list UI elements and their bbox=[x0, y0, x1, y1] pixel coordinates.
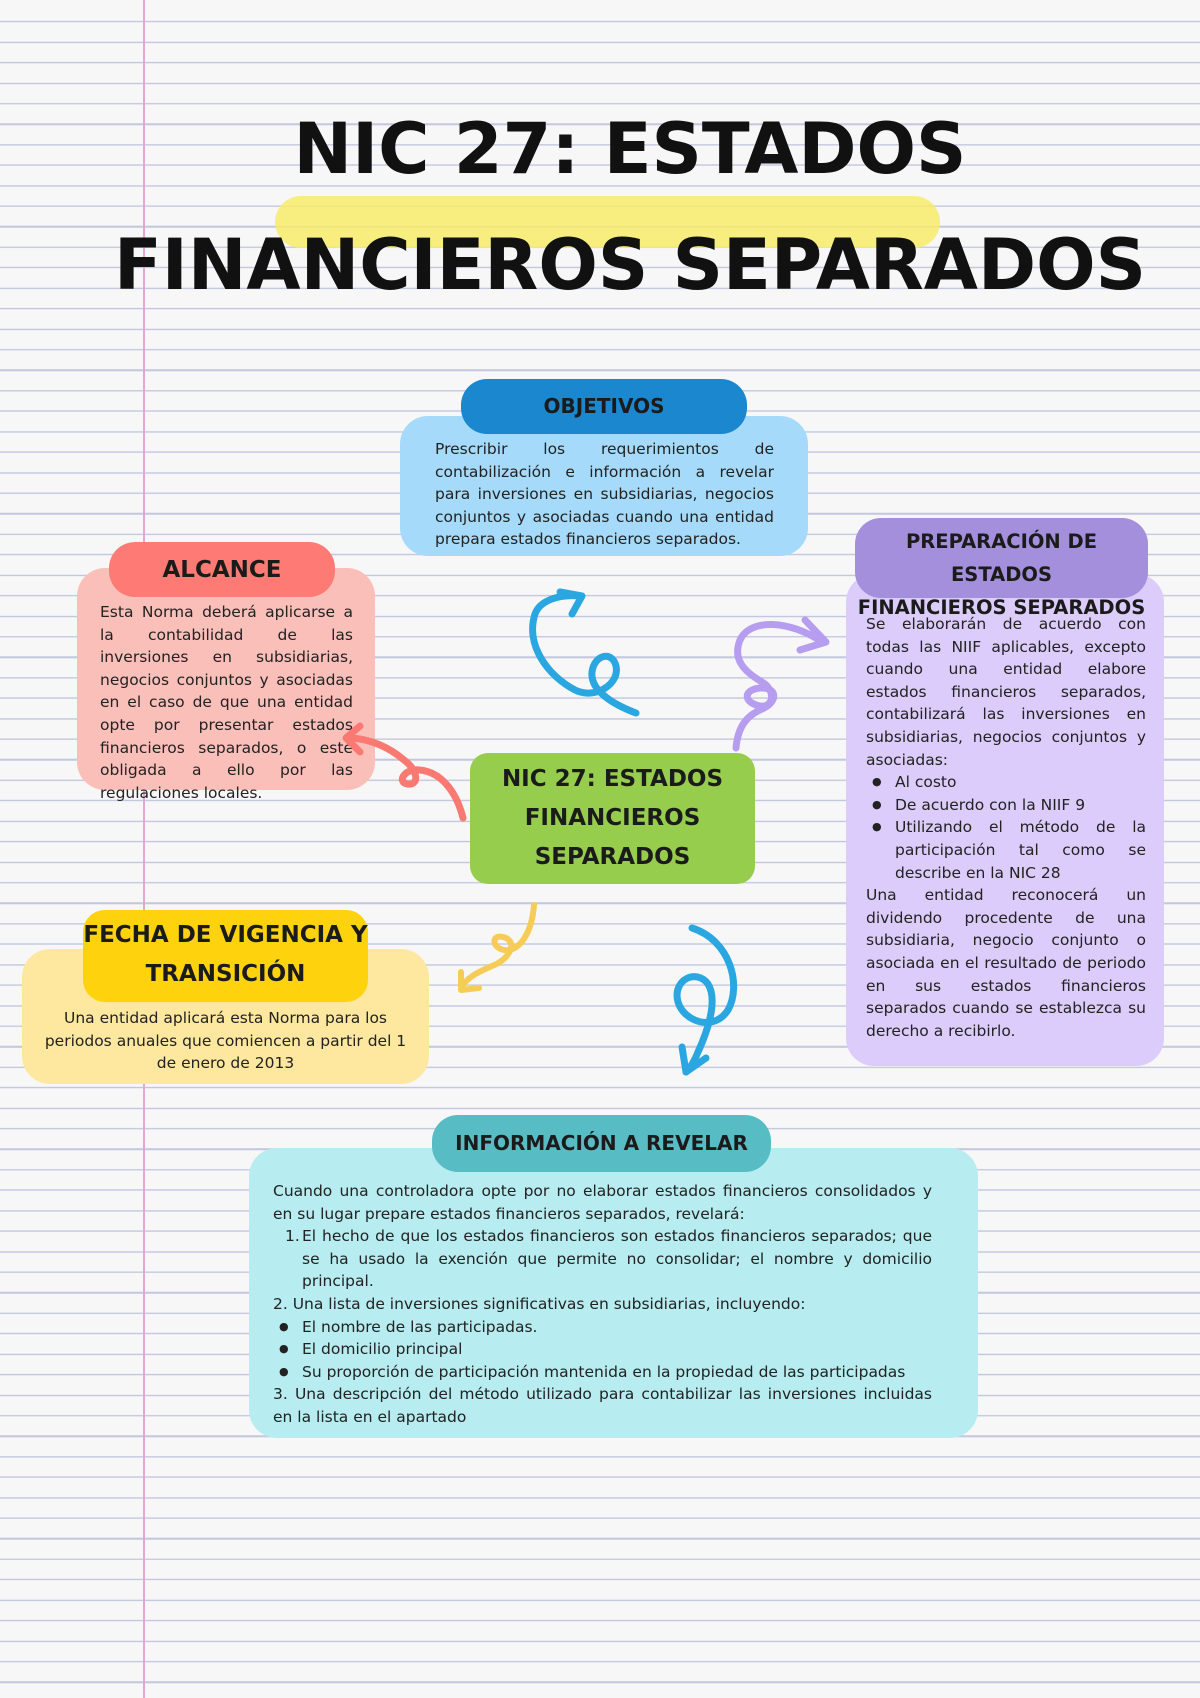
objetivos-text: Prescribir los requerimientos de contabi… bbox=[435, 440, 774, 549]
notebook-margin-line bbox=[143, 0, 145, 1698]
title-highlight-stroke bbox=[275, 196, 940, 248]
preparacion-bullet: Utilizando el método de la participación… bbox=[866, 816, 1146, 884]
vigencia-label-line-1: FECHA DE VIGENCIA Y bbox=[83, 922, 368, 948]
page-title-line-1: NIC 27: ESTADOS bbox=[293, 108, 967, 190]
revelar-item-3: 3. Una descripción del método utilizado … bbox=[273, 1385, 932, 1426]
preparacion-label-line-1: PREPARACIÓN DE ESTADOS bbox=[905, 530, 1098, 586]
revelar-intro: Cuando una controladora opte por no elab… bbox=[273, 1182, 932, 1223]
alcance-label-text: ALCANCE bbox=[162, 557, 282, 583]
preparacion-outro: Una entidad reconocerá un dividendo proc… bbox=[866, 886, 1146, 1040]
central-topic-line-1: NIC 27: ESTADOS bbox=[501, 766, 724, 792]
revelar-bullet-list: El nombre de las participadas. El domici… bbox=[273, 1316, 932, 1384]
central-topic-line-2: FINANCIEROS bbox=[524, 805, 701, 831]
vigencia-label: FECHA DE VIGENCIA Y TRANSICIÓN bbox=[83, 910, 368, 1002]
page-title-line-2: FINANCIEROS SEPARADOS bbox=[113, 224, 1147, 306]
preparacion-intro: Se elaborarán de acuerdo con todas las N… bbox=[866, 615, 1146, 769]
central-topic-box: NIC 27: ESTADOS FINANCIEROS SEPARADOS bbox=[470, 753, 755, 884]
objetivos-label-text: OBJETIVOS bbox=[543, 394, 665, 418]
arrow-to-preparacion-icon bbox=[732, 616, 830, 752]
preparacion-bullet: Al costo bbox=[866, 771, 1146, 794]
revelar-bullet: El domicilio principal bbox=[273, 1338, 932, 1361]
preparacion-box: Se elaborarán de acuerdo con todas las N… bbox=[846, 574, 1164, 1066]
alcance-text: Esta Norma deberá aplicarse a la contabi… bbox=[100, 603, 353, 802]
preparacion-label: PREPARACIÓN DE ESTADOS FINANCIEROS SEPAR… bbox=[855, 518, 1148, 619]
objetivos-label: OBJETIVOS bbox=[461, 379, 747, 434]
arrow-to-vigencia-icon bbox=[458, 902, 537, 993]
revelar-label: INFORMACIÓN A REVELAR bbox=[432, 1115, 771, 1172]
objetivos-box: Prescribir los requerimientos de contabi… bbox=[400, 416, 808, 556]
revelar-box: Cuando una controladora opte por no elab… bbox=[249, 1148, 978, 1438]
revelar-item-1: El hecho de que los estados financieros … bbox=[273, 1225, 932, 1293]
revelar-item-2: 2. Una lista de inversiones significativ… bbox=[273, 1294, 806, 1313]
revelar-bullet: Su proporción de participación mantenida… bbox=[273, 1361, 932, 1384]
preparacion-bullet-list: Al costo De acuerdo con la NIIF 9 Utiliz… bbox=[866, 771, 1146, 884]
revelar-bullet: El nombre de las participadas. bbox=[273, 1316, 932, 1339]
revelar-numbered-list: El hecho de que los estados financieros … bbox=[273, 1225, 932, 1293]
arrow-to-revelar-icon bbox=[673, 924, 738, 1076]
central-topic-line-3: SEPARADOS bbox=[534, 844, 691, 870]
preparacion-label-line-2: FINANCIEROS SEPARADOS bbox=[857, 596, 1146, 619]
arrow-to-objetivos-icon bbox=[529, 588, 640, 717]
vigencia-text: Una entidad aplicará esta Norma para los… bbox=[44, 1009, 407, 1073]
arrow-to-alcance-icon bbox=[342, 722, 467, 822]
revelar-label-text: INFORMACIÓN A REVELAR bbox=[455, 1131, 748, 1155]
alcance-label: ALCANCE bbox=[109, 542, 335, 597]
alcance-box: Esta Norma deberá aplicarse a la contabi… bbox=[77, 568, 375, 802]
vigencia-label-line-2: TRANSICIÓN bbox=[145, 961, 306, 987]
preparacion-bullet: De acuerdo con la NIIF 9 bbox=[866, 794, 1146, 817]
